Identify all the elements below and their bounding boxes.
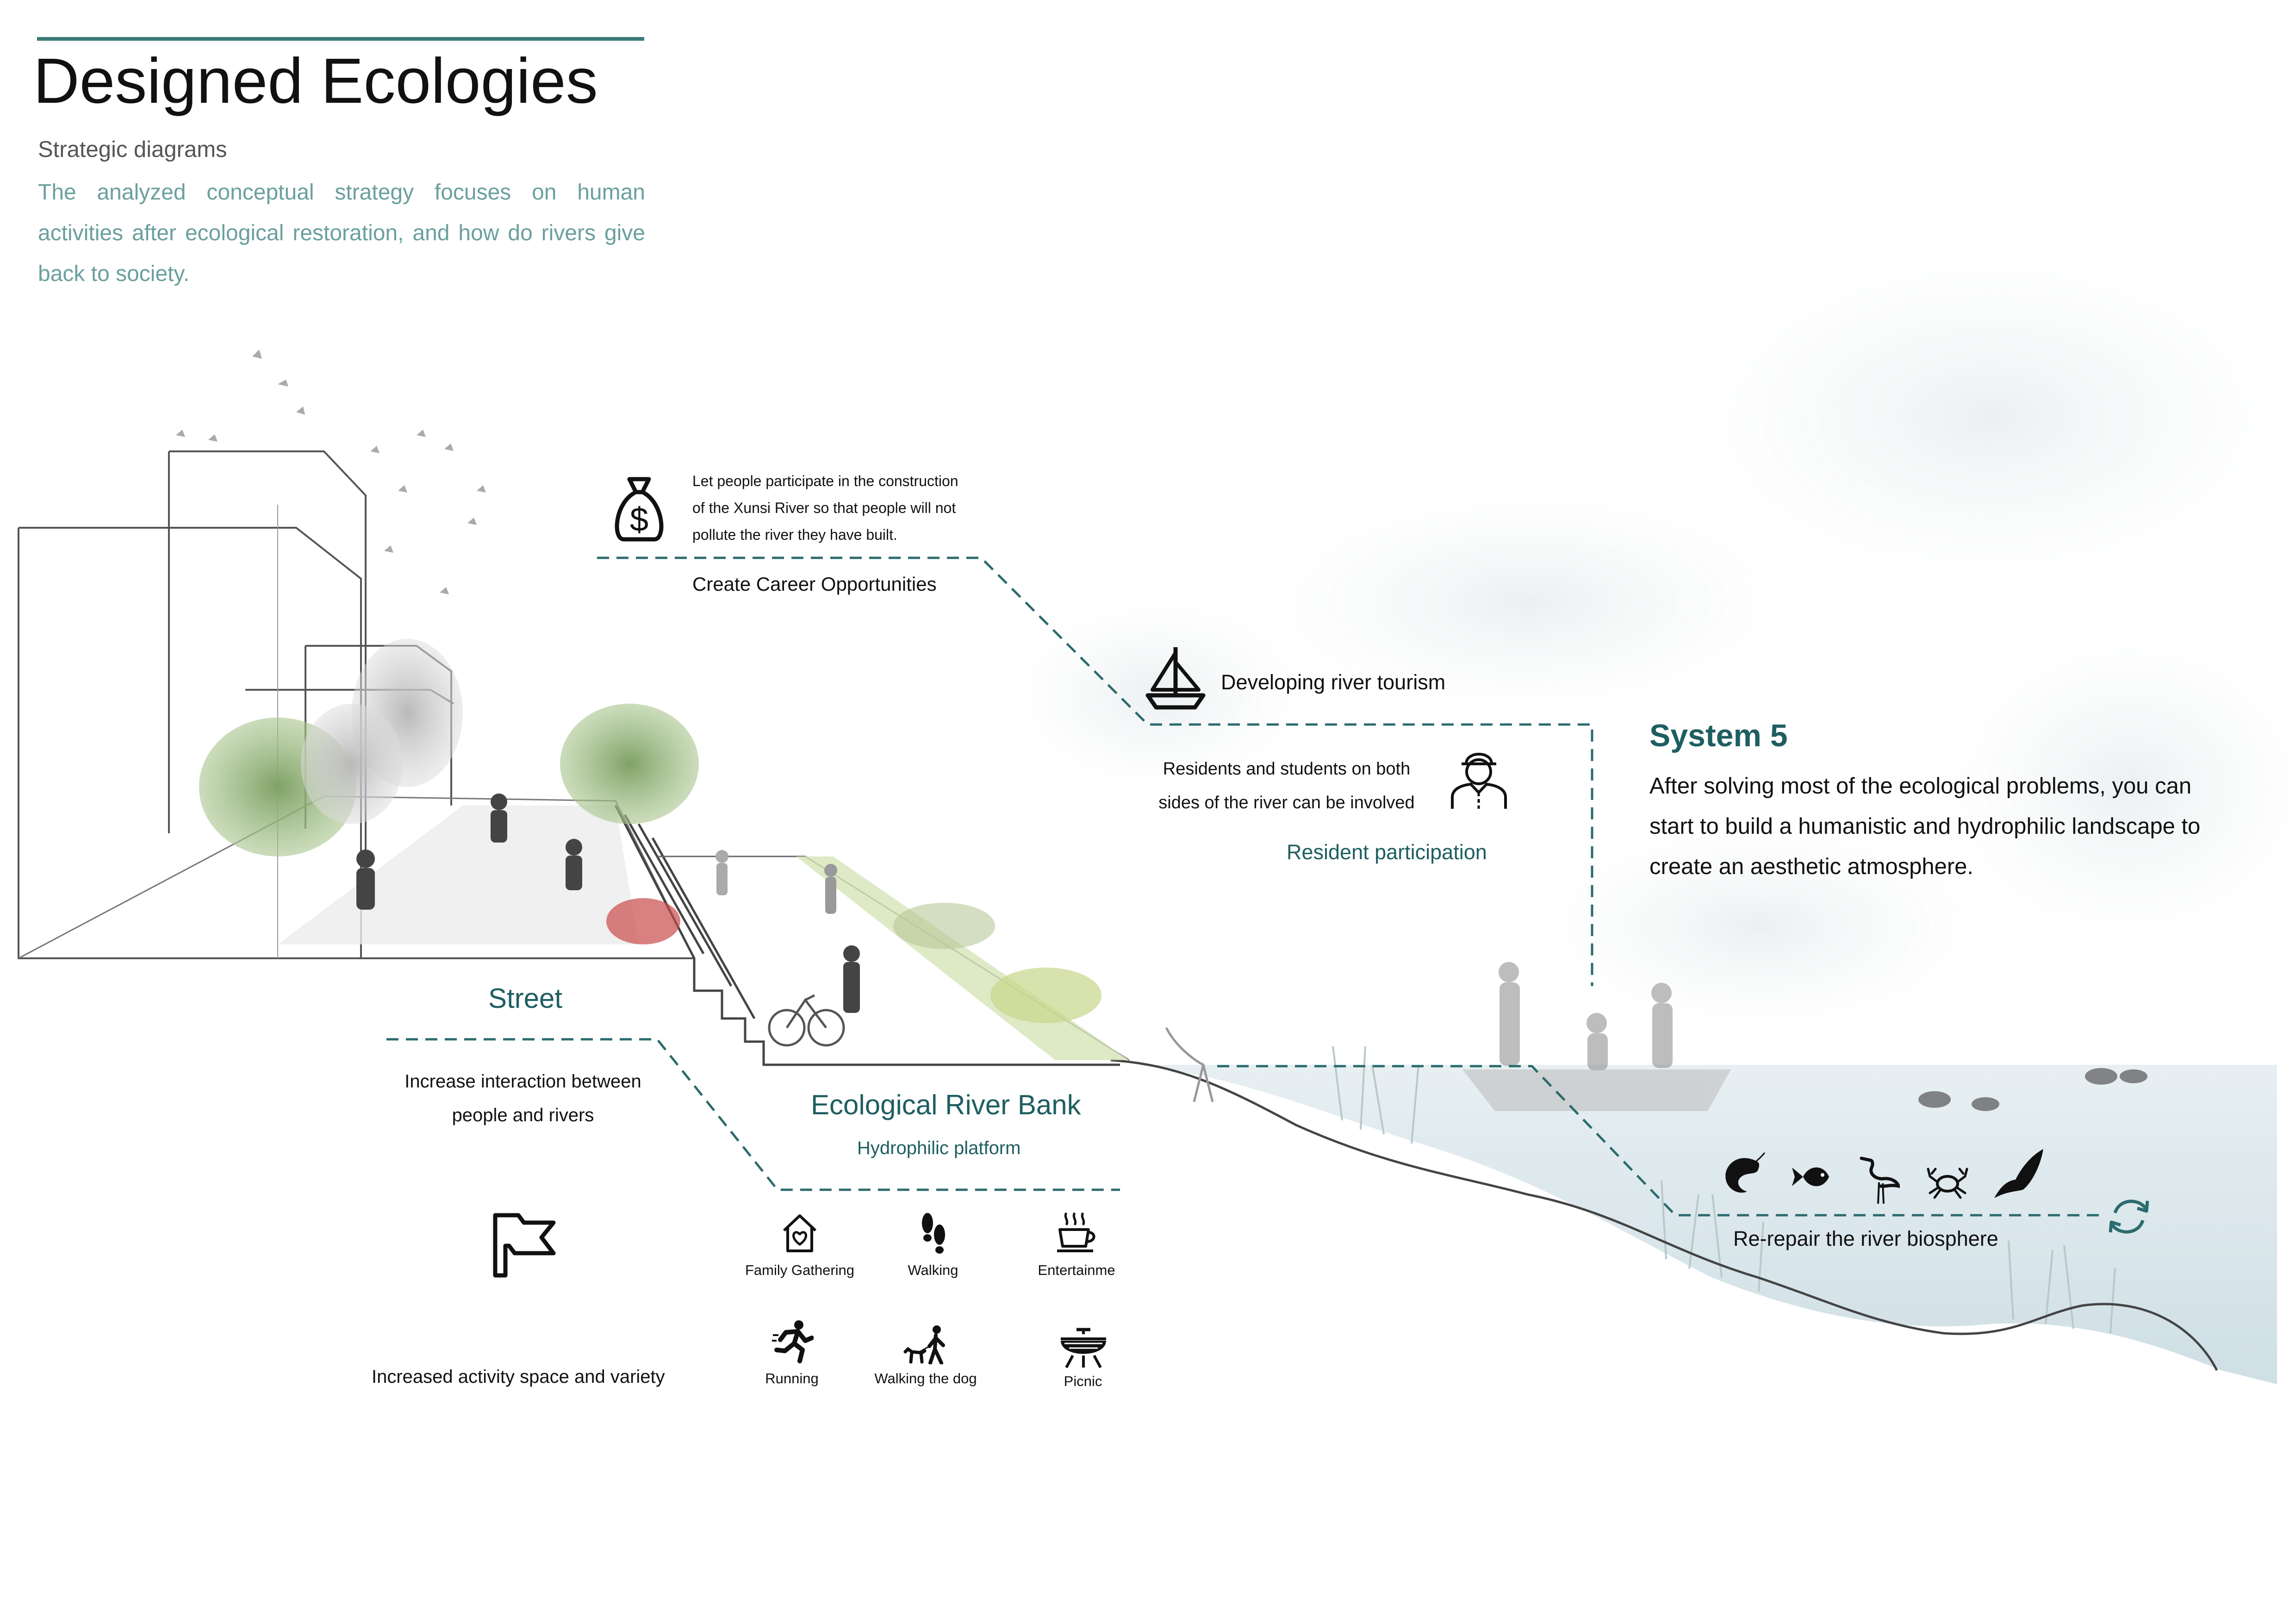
street-label: Street bbox=[488, 983, 563, 1014]
bicycle bbox=[768, 994, 845, 1047]
riverbank-sublabel: Hydrophilic platform bbox=[857, 1138, 1021, 1158]
career-note: Let people participate in the constructi… bbox=[692, 468, 958, 548]
dashed-connectors bbox=[386, 556, 2106, 1217]
ducks bbox=[1918, 1068, 2147, 1111]
birds bbox=[176, 350, 486, 594]
grill-icon bbox=[1058, 1325, 1109, 1369]
bird-icon bbox=[1992, 1147, 2046, 1200]
page-subtitle: Strategic diagrams bbox=[38, 137, 227, 162]
street-note-line: Increase interaction between bbox=[404, 1071, 641, 1092]
street-note-line: people and rivers bbox=[452, 1105, 594, 1125]
career-note-line: of the Xunsi River so that people will n… bbox=[692, 500, 956, 516]
fish-icon bbox=[1790, 1162, 1832, 1192]
system-body-line: start to build a humanistic and hydrophi… bbox=[1649, 814, 2201, 839]
page-title: Designed Ecologies bbox=[33, 45, 598, 117]
resident-note-line: sides of the river can be involved bbox=[1158, 793, 1415, 812]
intro-paragraph: The analyzed conceptual strategy focuses… bbox=[38, 180, 645, 286]
heron-icon bbox=[1856, 1154, 1901, 1205]
system-body-line: create an aesthetic atmosphere. bbox=[1649, 854, 1974, 879]
boat bbox=[1462, 962, 1731, 1111]
career-label: Create Career Opportunities bbox=[692, 573, 937, 595]
activity-label-running: Running bbox=[765, 1370, 819, 1387]
trees bbox=[199, 639, 1101, 1023]
system-title: System 5 bbox=[1649, 718, 1788, 753]
resident-note: Residents and students on both sides of … bbox=[1143, 752, 1430, 820]
resident-note-line: Residents and students on both bbox=[1163, 759, 1411, 779]
flag-icon bbox=[491, 1211, 558, 1278]
street-note: Increase interaction between people and … bbox=[384, 1065, 662, 1132]
riverbank-label: Ecological River Bank bbox=[811, 1089, 1081, 1120]
crab-icon bbox=[1925, 1164, 1969, 1199]
biosphere-label: Re-repair the river biosphere bbox=[1733, 1227, 1998, 1250]
activity-label-picnic: Picnic bbox=[1064, 1373, 1102, 1389]
runner-icon bbox=[772, 1319, 814, 1363]
system-body: After solving most of the ecological pro… bbox=[1649, 766, 2200, 887]
mist-clouds bbox=[972, 208, 2296, 1056]
footprints-icon bbox=[917, 1209, 950, 1255]
tourism-label: Developing river tourism bbox=[1221, 670, 1446, 694]
river-water bbox=[1139, 1065, 2277, 1384]
money-bag-icon: $ bbox=[610, 475, 668, 544]
title-rule bbox=[37, 37, 644, 41]
activity-label-dog: Walking the dog bbox=[874, 1370, 977, 1387]
sailboat-icon bbox=[1144, 643, 1207, 711]
career-note-line: Let people participate in the constructi… bbox=[692, 473, 958, 489]
activity-label-walking: Walking bbox=[908, 1262, 958, 1278]
riverbed-line bbox=[1110, 1059, 2218, 1371]
activity-note: Increased activity space and variety bbox=[372, 1367, 665, 1387]
resident-label: Resident participation bbox=[1287, 840, 1487, 864]
person-icon bbox=[1448, 746, 1510, 811]
cycle-icon bbox=[2107, 1194, 2151, 1238]
career-note-line: pollute the river they have built. bbox=[692, 526, 897, 543]
coffee-cup-icon bbox=[1056, 1209, 1098, 1255]
activity-label-family: Family Gathering bbox=[745, 1262, 855, 1278]
shrimp-icon bbox=[1719, 1152, 1766, 1198]
dog-walker-icon bbox=[902, 1325, 949, 1365]
svg-text:$: $ bbox=[630, 501, 648, 538]
system-body-line: After solving most of the ecological pro… bbox=[1649, 774, 2192, 799]
egret bbox=[1165, 1027, 1214, 1102]
activity-label-entertainment: Entertainme bbox=[1038, 1262, 1115, 1278]
people-silhouettes bbox=[356, 793, 860, 1013]
house-heart-icon bbox=[781, 1212, 818, 1254]
reeds bbox=[1332, 1046, 2116, 1334]
